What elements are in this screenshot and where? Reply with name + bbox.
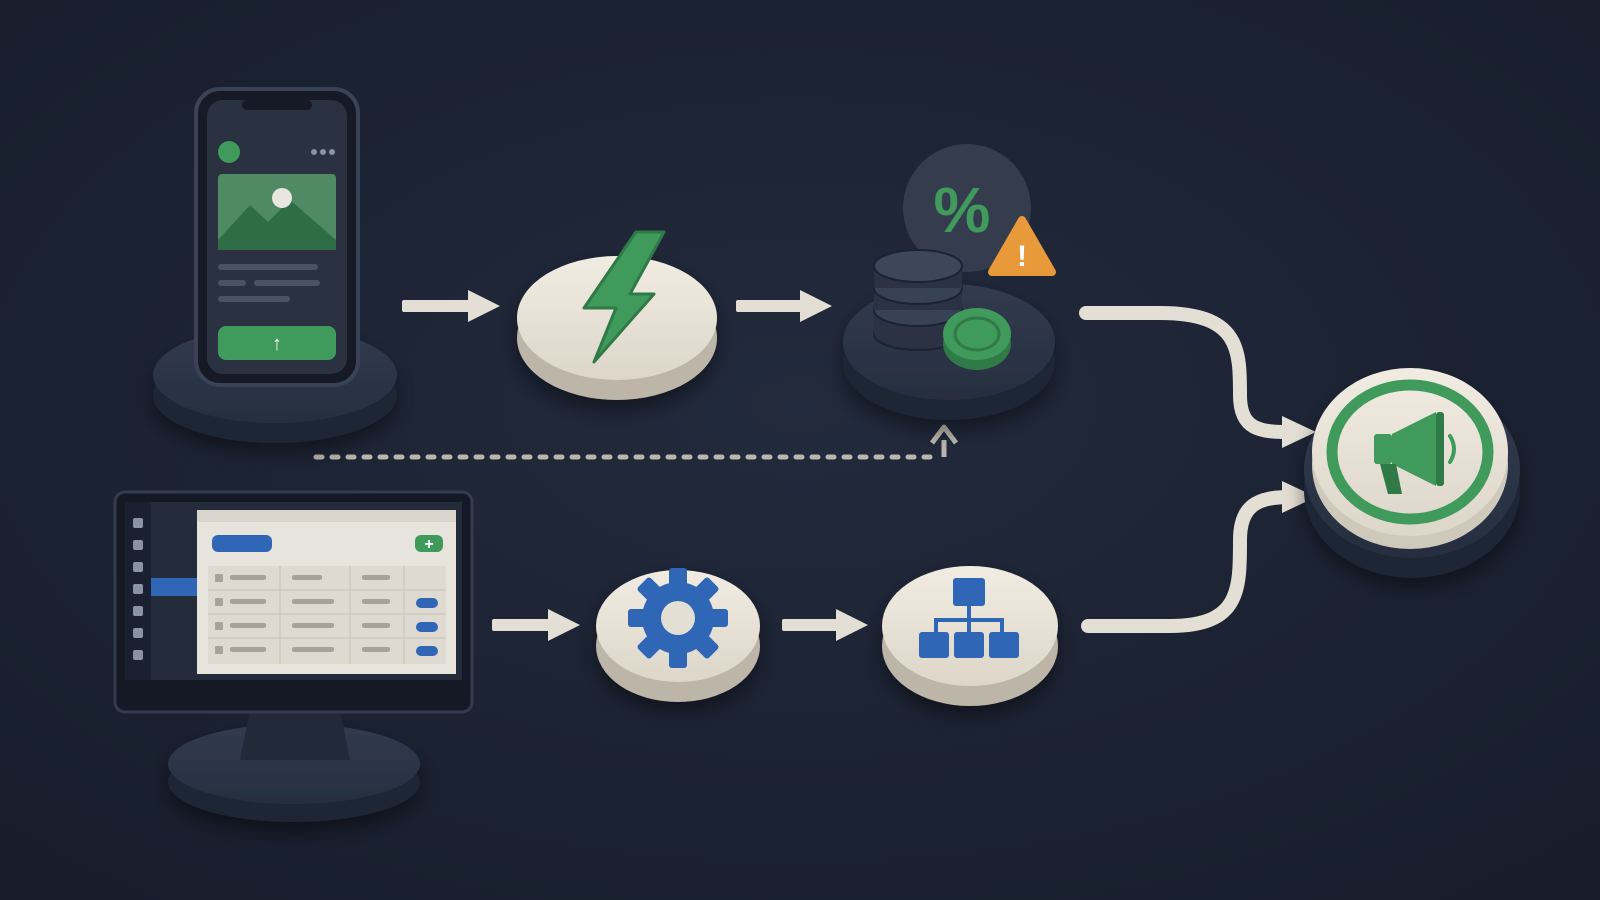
lightning-bolt-icon	[582, 230, 666, 364]
percent-badge: %	[903, 144, 1031, 272]
more-options-icon	[311, 149, 335, 155]
edge-dashboard-to-rules-dotted	[313, 424, 958, 460]
desktop-monitor-icon: +	[113, 490, 474, 760]
megaphone-icon	[1374, 412, 1456, 494]
node-mobile-app[interactable]: ↑	[153, 87, 397, 443]
warning-icon: !	[988, 216, 1056, 276]
node-configuration[interactable]	[596, 568, 760, 702]
green-coin-icon	[943, 308, 1011, 370]
broadcast-ring	[1326, 379, 1494, 525]
smartphone-icon: ↑	[194, 87, 360, 387]
svg-text:!: !	[1017, 240, 1027, 273]
sidebar-item-active	[151, 578, 197, 596]
node-rules-engine[interactable]: % !	[843, 144, 1056, 420]
percent-icon: %	[934, 174, 991, 246]
node-web-dashboard[interactable]: +	[113, 490, 474, 822]
edge-config-to-segmentation	[782, 609, 868, 641]
edge-rules-to-broadcast	[1079, 306, 1316, 448]
dashboard-primary-button[interactable]	[212, 535, 272, 552]
edge-mobile-to-trigger	[402, 290, 500, 322]
upload-arrow-icon: ↑	[272, 333, 282, 355]
add-button[interactable]: +	[415, 535, 443, 553]
coin-stack-icon	[873, 249, 963, 351]
add-icon: +	[424, 536, 433, 553]
dashboard-sidebar	[133, 518, 143, 660]
edge-dashboard-to-config	[492, 609, 580, 641]
hierarchy-icon	[919, 578, 1019, 658]
image-placeholder-icon	[218, 174, 336, 250]
avatar	[218, 141, 240, 163]
upload-button[interactable]: ↑	[218, 326, 336, 360]
node-event-trigger[interactable]	[517, 230, 717, 400]
node-campaign-broadcast[interactable]	[1304, 368, 1520, 578]
dashboard-table	[208, 566, 446, 664]
edge-segmentation-to-broadcast	[1081, 481, 1316, 633]
edge-trigger-to-rules	[736, 290, 832, 322]
node-segmentation[interactable]	[882, 566, 1058, 706]
gear-icon	[628, 568, 728, 668]
